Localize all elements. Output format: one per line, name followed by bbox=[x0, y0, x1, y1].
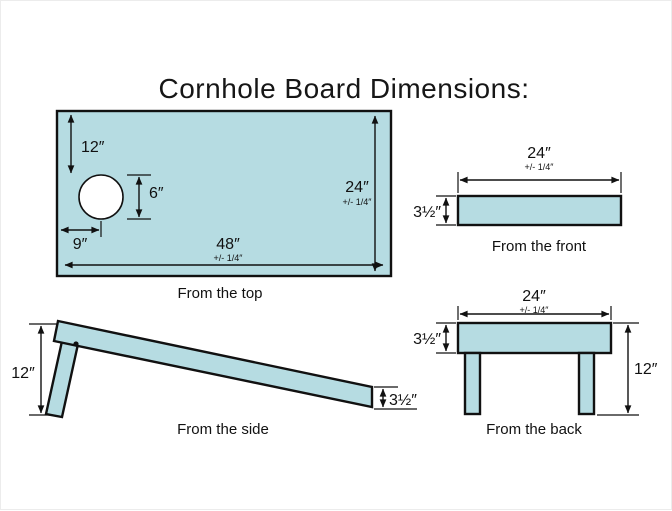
dim-label-back-height: 12″ bbox=[634, 361, 658, 378]
board-side-outline bbox=[52, 319, 374, 409]
dim-tolerance-width: +/- 1/4″ bbox=[343, 197, 373, 207]
dim-label-side-front-height: 3½″ bbox=[389, 392, 417, 409]
caption-front-view: From the front bbox=[492, 238, 587, 255]
board-back-outline bbox=[456, 321, 613, 355]
caption-back-view: From the back bbox=[486, 421, 582, 438]
dim-label-width: 24″ bbox=[345, 179, 369, 196]
dim-label-back-width: 24″ bbox=[522, 288, 546, 305]
caption-top-view: From the top bbox=[177, 285, 262, 302]
board-front-outline bbox=[456, 194, 623, 227]
dim-tolerance-back-width: +/- 1/4″ bbox=[520, 305, 550, 315]
left-leg bbox=[463, 351, 482, 416]
dim-label-length: 48″ bbox=[216, 236, 240, 253]
page-title: Cornhole Board Dimensions: bbox=[159, 73, 530, 104]
dim-label-top-to-hole: 12″ bbox=[81, 139, 105, 156]
dim-label-edge-to-hole: 9″ bbox=[73, 236, 88, 253]
dim-tolerance-front-width: +/- 1/4″ bbox=[525, 162, 555, 172]
top-view: 12″ 6″ 9″ 48″ +/- 1/4″ 24″ +/- 1/4″ From… bbox=[55, 109, 393, 302]
right-leg bbox=[577, 351, 596, 416]
dim-tolerance-length: +/- 1/4″ bbox=[214, 253, 244, 263]
back-view: 24″ +/- 1/4″ 3½″ 12″ From the back bbox=[413, 288, 658, 438]
caption-side-view: From the side bbox=[177, 421, 269, 438]
dim-label-front-width: 24″ bbox=[527, 145, 551, 162]
side-view: 12″ 3½″ From the side bbox=[11, 319, 417, 438]
dim-label-front-height: 3½″ bbox=[413, 204, 441, 221]
dim-label-hole-diameter: 6″ bbox=[149, 185, 164, 202]
dim-label-back-thickness: 3½″ bbox=[413, 331, 441, 348]
front-view: 24″ +/- 1/4″ 3½″ From the front bbox=[413, 145, 623, 255]
leg-pivot-bolt bbox=[73, 341, 79, 347]
board-hole bbox=[78, 174, 124, 220]
dim-label-side-back-height: 12″ bbox=[11, 365, 35, 382]
